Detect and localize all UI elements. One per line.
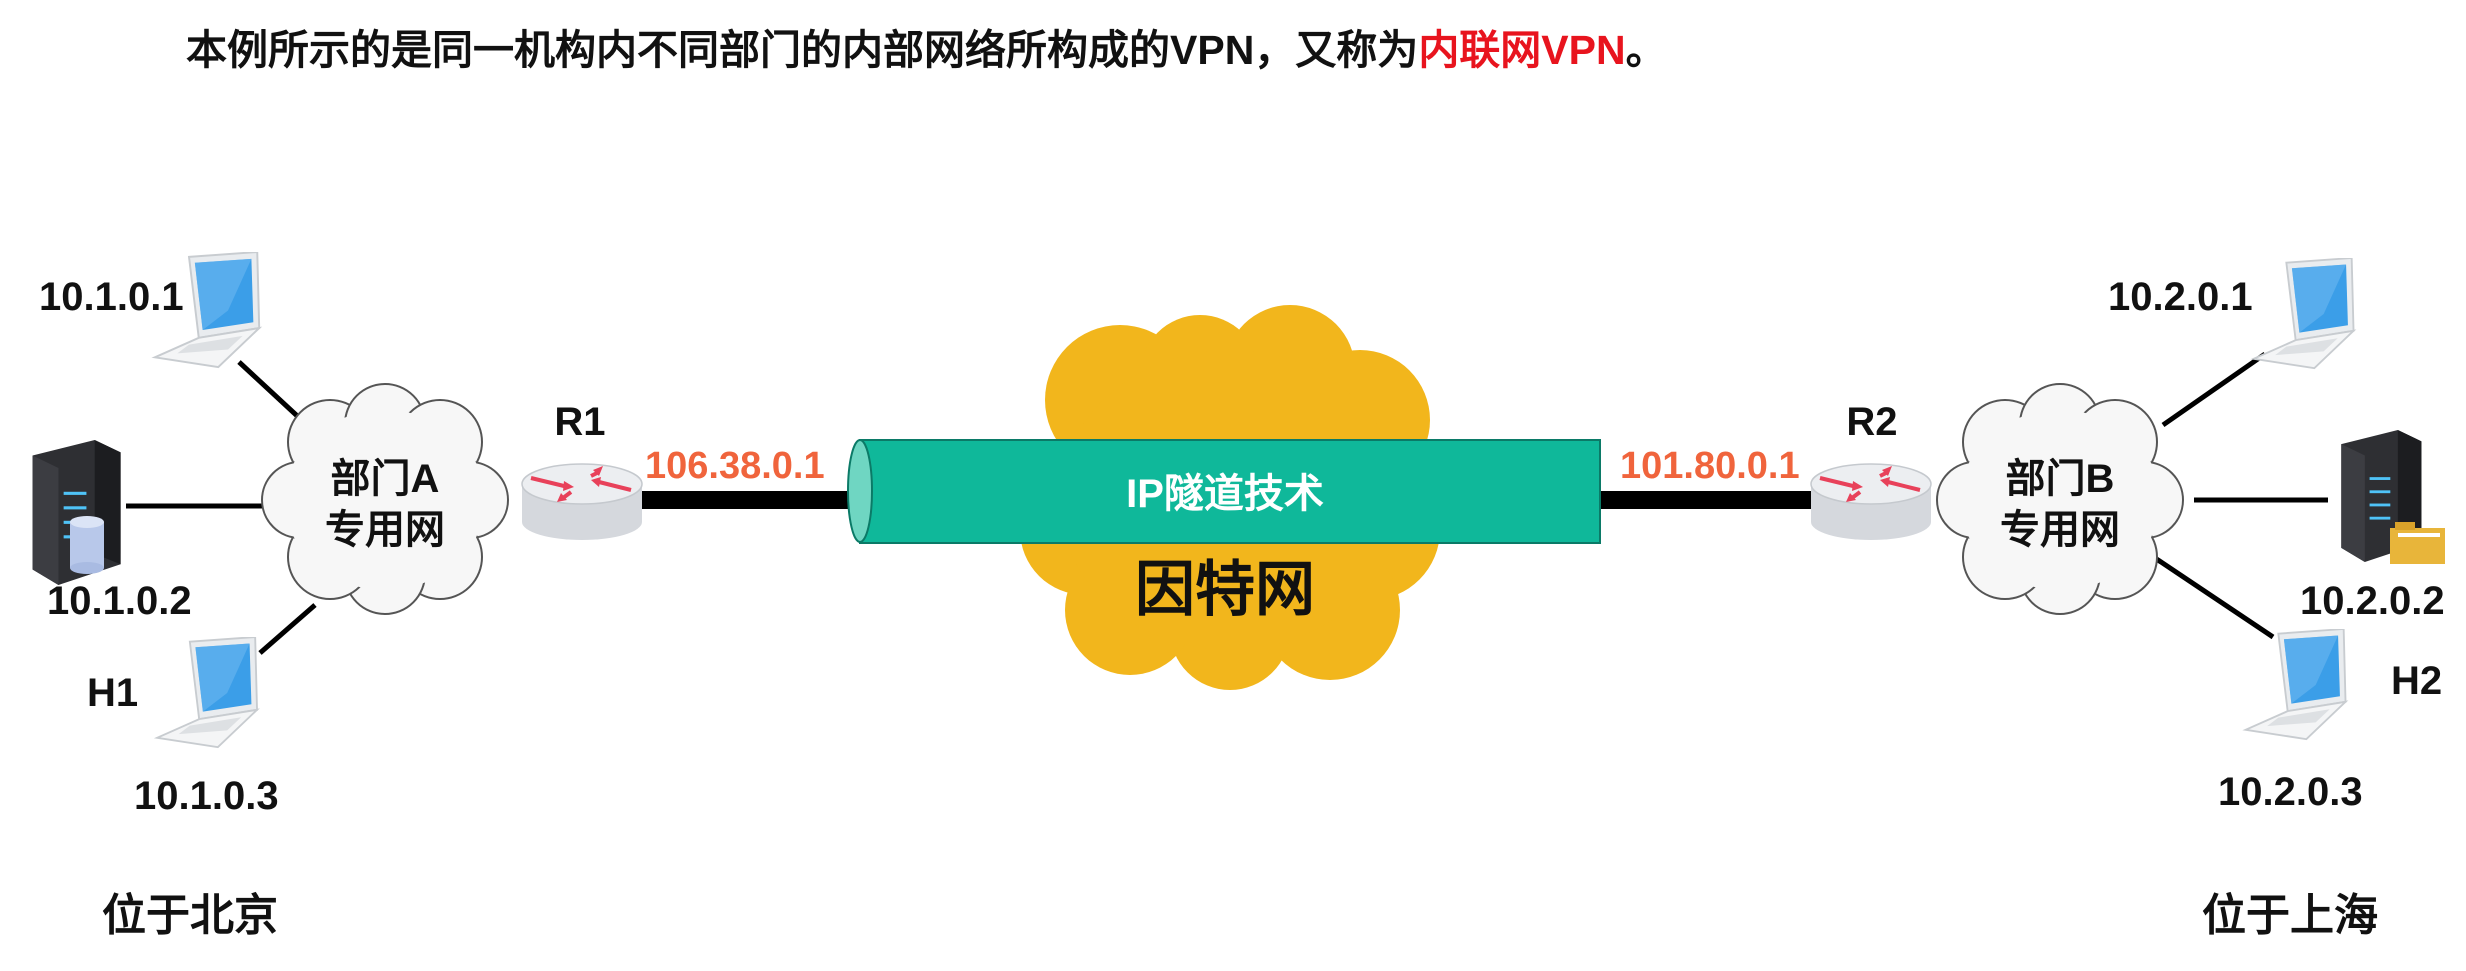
- host-ip: 10.1.0.1: [39, 275, 184, 319]
- dept-a-label-2: 专用网: [325, 508, 445, 552]
- host-ip: 10.2.0.1: [2108, 275, 2253, 319]
- host-ip: 10.2.0.2: [2300, 579, 2445, 623]
- host-ip: 10.2.0.3: [2218, 770, 2363, 814]
- location-beijing: 位于北京: [102, 891, 278, 940]
- host-ip: 10.1.0.2: [47, 579, 192, 623]
- lan-links: [126, 351, 2328, 655]
- laptop-icon: [2244, 629, 2347, 741]
- router-r1-ip: 106.38.0.1: [645, 445, 825, 487]
- host-ip: 10.1.0.3: [134, 774, 279, 818]
- internet-label: 因特网: [1135, 556, 1315, 623]
- folder-icon: [2390, 522, 2445, 564]
- router-r2-label: R2: [1846, 400, 1897, 444]
- tunnel-label: IP隧道技术: [1126, 472, 1324, 516]
- host-name-h1: H1: [87, 671, 138, 715]
- laptop-icon: [2252, 258, 2355, 370]
- host-name-h2: H2: [2391, 659, 2442, 703]
- router-r1-label: R1: [554, 400, 605, 444]
- database-icon: [70, 516, 104, 574]
- router-r1-icon: [520, 462, 644, 542]
- dept-b-label-2: 专用网: [2000, 508, 2120, 552]
- dept-a-label-1: 部门A: [331, 457, 440, 501]
- laptop-icon: [156, 637, 259, 749]
- router-r2-icon: [1809, 462, 1933, 542]
- page-title: 本例所示的是同一机构内不同部门的内部网络所构成的VPN，又称为内联网VPN。: [186, 27, 1667, 73]
- dept-b-label-1: 部门B: [2006, 457, 2115, 501]
- title-highlight: 内联网VPN: [1418, 27, 1625, 73]
- location-shanghai: 位于上海: [2202, 891, 2378, 940]
- ip-tunnel: [847, 439, 1601, 544]
- router-r2-ip: 101.80.0.1: [1620, 445, 1800, 487]
